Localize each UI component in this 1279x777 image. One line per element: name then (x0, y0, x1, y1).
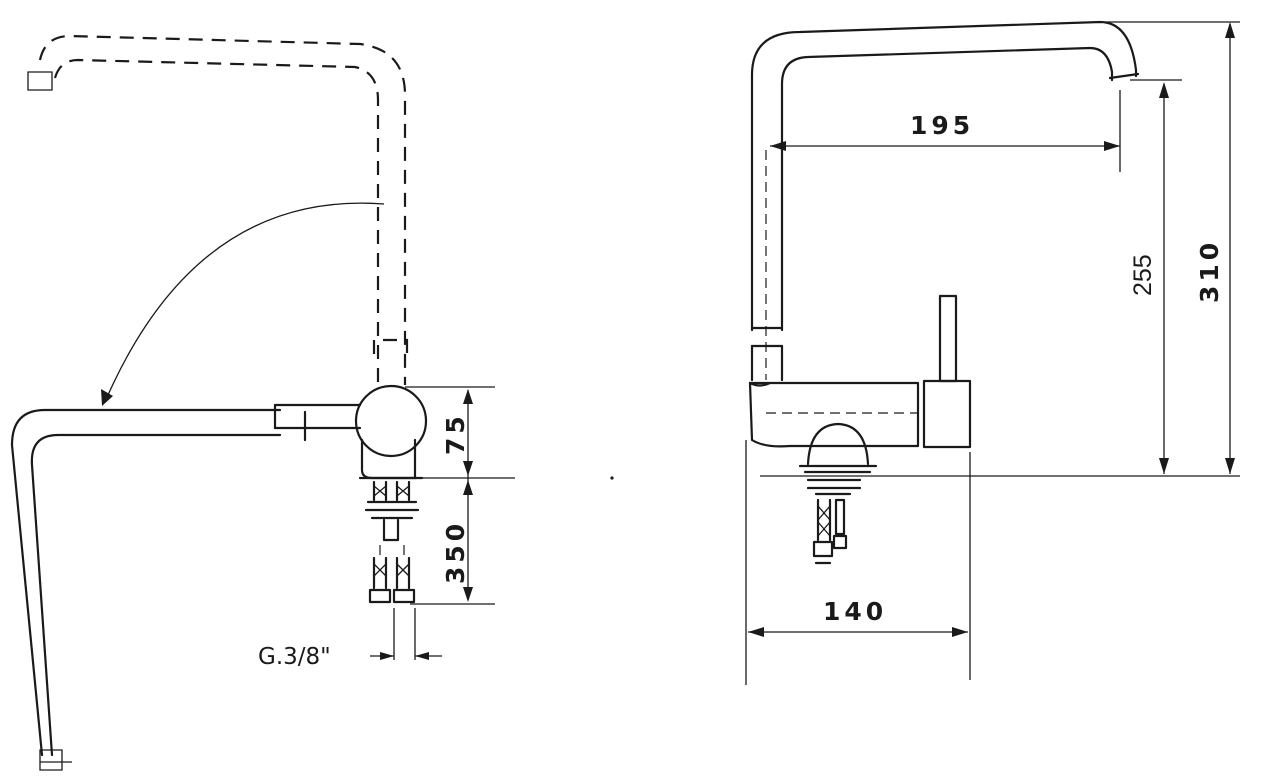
side-dimension-lines (370, 386, 515, 660)
dimension-310: 310 (1195, 239, 1224, 303)
side-view: 75 350 G.3/8" (10, 34, 515, 771)
faucet-body-front (748, 294, 972, 474)
spout-upright-dashed (27, 34, 409, 385)
spout-lowered (10, 403, 362, 771)
faucet-body-side (354, 384, 428, 480)
swivel-arrow (101, 202, 385, 406)
front-dimension-lines (745, 21, 1240, 685)
thread-label: G.3/8" (258, 644, 331, 670)
dimension-75: 75 (441, 412, 470, 455)
spout-front (750, 20, 1140, 382)
supply-front (806, 478, 862, 565)
dimension-140: 140 (823, 597, 887, 626)
dimension-195: 195 (910, 111, 974, 140)
front-view: 195 255 310 140 (745, 20, 1240, 685)
supply-hoses (364, 480, 420, 604)
dimension-350: 350 (441, 520, 470, 584)
stray-dot (610, 476, 614, 480)
dimension-255: 255 (1129, 254, 1157, 296)
